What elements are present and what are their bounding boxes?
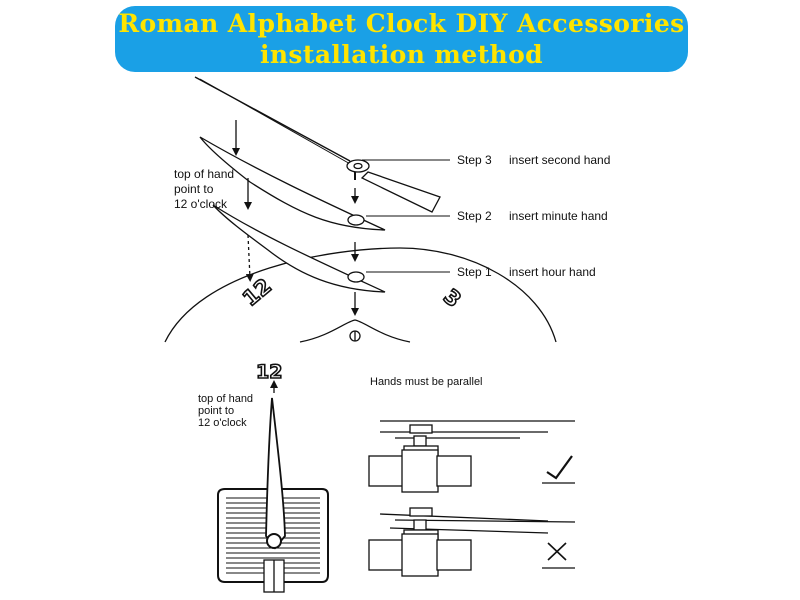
step-1-text: insert hour hand bbox=[509, 265, 596, 279]
arrow-hour-hand-down bbox=[245, 234, 254, 282]
parallel-wrong-diagram bbox=[368, 507, 576, 577]
bottom-hand-note-line-3: 12 o'clock bbox=[198, 417, 247, 429]
step-3-text: insert second hand bbox=[509, 153, 610, 167]
second-hand bbox=[194, 76, 441, 213]
bottom-hand-note-line-2: point to bbox=[198, 405, 234, 417]
top-installation-diagram bbox=[164, 76, 557, 343]
top-hand-note-line-2: point to bbox=[174, 182, 214, 196]
top-hand-note-line-1: top of hand bbox=[174, 167, 234, 181]
movement-shaft-base bbox=[299, 319, 411, 343]
top-hand-note-line-3: 12 o'clock bbox=[174, 197, 228, 211]
parallel-heading: Hands must be parallel bbox=[370, 376, 483, 388]
bottom-dial-number-12: 12 bbox=[256, 361, 282, 383]
shaft-nut-icon bbox=[349, 330, 361, 342]
check-mark-icon bbox=[542, 455, 575, 484]
title-banner: Roman Alphabet Clock DIY Accessories ins… bbox=[115, 6, 688, 72]
clock-face-arc bbox=[164, 247, 557, 343]
step-2-text: insert minute hand bbox=[509, 209, 608, 223]
dial-number-3: 3 bbox=[439, 284, 466, 312]
step-1-label: Step 1 bbox=[457, 265, 492, 279]
title-line-1: Roman Alphabet Clock DIY Accessories bbox=[118, 9, 685, 38]
bottom-hand-note-line-1: top of hand bbox=[198, 393, 253, 405]
title-line-2: installation method bbox=[259, 40, 544, 69]
minute-hand bbox=[199, 136, 386, 231]
step-3-label: Step 3 bbox=[457, 153, 492, 167]
movement-front-view bbox=[217, 380, 329, 593]
hour-hand bbox=[212, 204, 386, 293]
dial-number-12: 12 bbox=[238, 274, 276, 311]
bottom-hour-hand bbox=[265, 397, 286, 550]
step-2-label: Step 2 bbox=[457, 209, 492, 223]
parallel-correct-diagram bbox=[368, 420, 575, 493]
cross-mark-icon bbox=[542, 542, 575, 569]
